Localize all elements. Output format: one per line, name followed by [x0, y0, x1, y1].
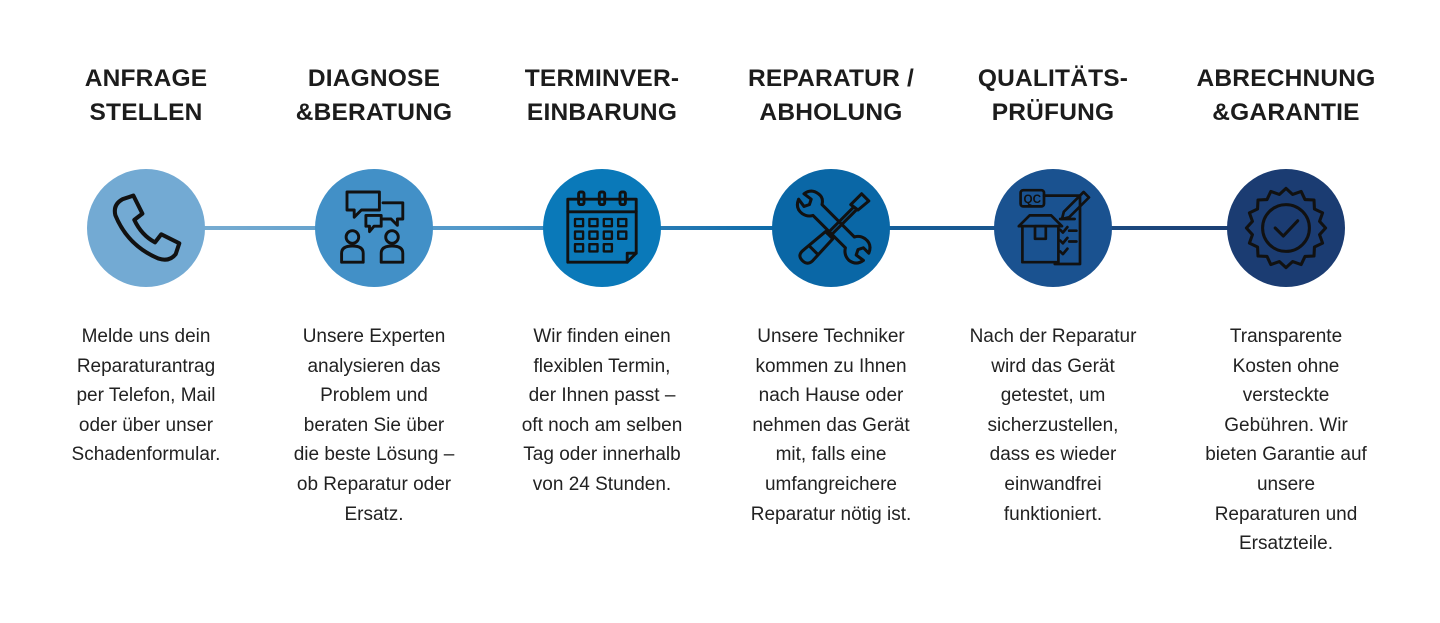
step-description: Transparente Kosten ohne versteckte Gebü… [1205, 326, 1367, 555]
step-title: QUALITÄTS- PRÜFUNG [977, 65, 1129, 126]
step-circle [772, 169, 890, 287]
process-step-termin: TERMINVER- EINBARUNG Wir finden einen fl… [487, 0, 717, 623]
process-connector-line [146, 226, 1286, 230]
step-description: Unsere Experten analysieren das Problem … [293, 326, 455, 525]
step-title: ANFRAGE STELLEN [84, 65, 208, 126]
step-title: ABRECHNUNG &GARANTIE [1196, 65, 1376, 126]
process-step-qualitaet: QUALITÄTS- PRÜFUNG QC Nach der Reparatur… [938, 0, 1168, 623]
process-step-anfrage: ANFRAGE STELLEN Melde uns dein Reparatur… [31, 0, 261, 623]
guarantee-badge-icon [1244, 186, 1328, 270]
qc-label: QC [1024, 193, 1042, 206]
step-circle: QC [994, 169, 1112, 287]
step-description: Nach der Reparatur wird das Gerät getest… [969, 326, 1137, 525]
phone-icon [112, 193, 182, 262]
calendar-icon [566, 190, 638, 264]
process-step-diagnose: DIAGNOSE &BERATUNG Unsere Experten analy… [259, 0, 489, 623]
process-step-abrechnung: ABRECHNUNG &GARANTIE Transparente Kosten… [1171, 0, 1401, 623]
process-step-reparatur: REPARATUR / ABHOLUNG Unsere Techniker ko… [716, 0, 946, 623]
tools-icon [795, 189, 872, 265]
step-circle [1227, 169, 1345, 287]
step-circle [87, 169, 205, 287]
step-circle [315, 169, 433, 287]
step-title: REPARATUR / ABHOLUNG [748, 65, 914, 126]
step-circle [543, 169, 661, 287]
step-description: Melde uns dein Reparaturantrag per Telef… [71, 326, 221, 466]
consultation-icon [340, 190, 405, 264]
step-title: DIAGNOSE &BERATUNG [295, 65, 453, 126]
step-description: Wir finden einen flexiblen Termin, der I… [521, 326, 683, 495]
step-description: Unsere Techniker kommen zu Ihnen nach Ha… [750, 326, 912, 525]
step-title: TERMINVER- EINBARUNG [524, 65, 680, 126]
quality-check-icon: QC [1017, 188, 1091, 266]
